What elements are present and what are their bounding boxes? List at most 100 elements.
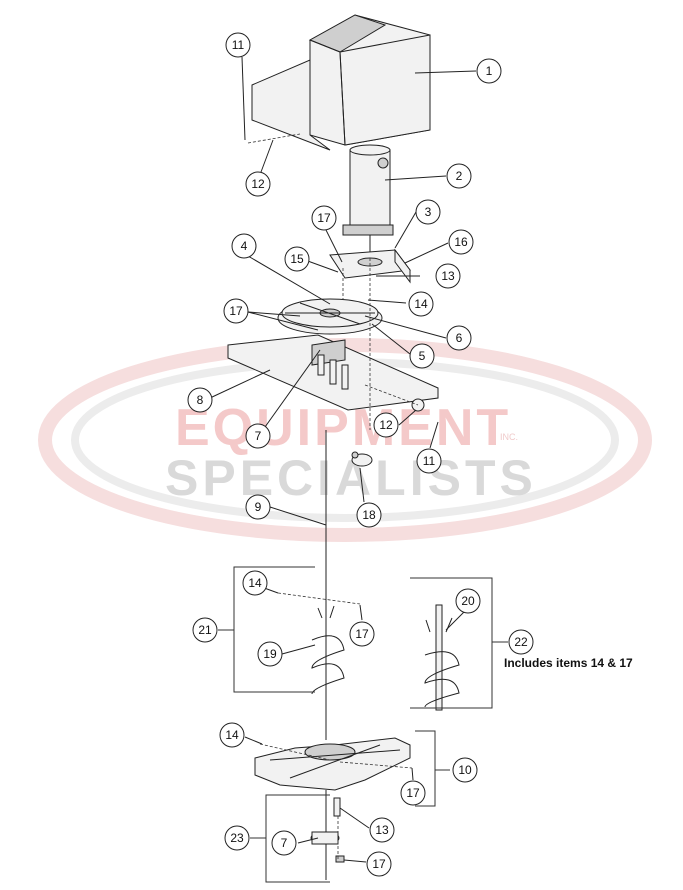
group-22-bracket	[410, 577, 508, 709]
group-21-bracket	[218, 566, 315, 693]
auger-part	[311, 605, 345, 695]
callout-number: 12	[251, 177, 265, 191]
callout-number: 1	[486, 64, 493, 78]
callout-circle	[219, 722, 245, 748]
callout-circle	[508, 629, 534, 655]
callout-number: 3	[425, 205, 432, 219]
leader-lines	[209, 56, 477, 863]
callout-number: 17	[372, 857, 386, 871]
callout-c22: 22	[508, 629, 534, 655]
callout-number: 5	[419, 349, 426, 363]
callout-c23: 23	[224, 825, 250, 851]
callout-c19: 19	[257, 641, 283, 667]
callout-circle	[257, 641, 283, 667]
callout-number: 8	[197, 393, 204, 407]
callout-number: 17	[355, 627, 369, 641]
group-10-bracket	[415, 730, 450, 807]
callout-c11b: 11	[416, 448, 442, 474]
callout-c9: 9	[245, 494, 271, 520]
callout-number: 14	[225, 728, 239, 742]
callout-circle	[409, 343, 435, 369]
callout-c14a: 14	[408, 291, 434, 317]
callout-number: 7	[281, 836, 288, 850]
callout-circle	[416, 448, 442, 474]
callout-circle	[446, 163, 472, 189]
callout-number: 11	[232, 38, 245, 52]
lower-bearing-part	[310, 797, 345, 863]
callout-c12b: 12	[373, 412, 399, 438]
callout-circle	[284, 246, 310, 272]
callout-c5: 5	[409, 343, 435, 369]
motor-part	[342, 144, 394, 258]
callout-circle	[271, 830, 297, 856]
callout-number: 17	[406, 786, 420, 800]
callout-c1: 1	[476, 58, 502, 84]
callout-c14b: 14	[242, 570, 268, 596]
callout-circle	[223, 298, 249, 324]
callout-number: 13	[441, 269, 455, 283]
callout-number: 17	[229, 304, 243, 318]
callout-c7a: 7	[245, 423, 271, 449]
callout-circle	[452, 757, 478, 783]
callout-circle	[448, 229, 474, 255]
callout-circle	[408, 291, 434, 317]
callout-c17c: 17	[349, 621, 375, 647]
callout-circle	[245, 423, 271, 449]
callout-c2: 2	[446, 163, 472, 189]
spinner-part	[254, 737, 411, 791]
callout-circle	[356, 502, 382, 528]
callout-c17a: 17	[311, 205, 337, 231]
clamp-part	[351, 451, 373, 467]
callout-circle	[245, 494, 271, 520]
callout-c18: 18	[356, 502, 382, 528]
callout-number: 9	[255, 500, 262, 514]
callout-number: 20	[461, 594, 475, 608]
callout-c4: 4	[231, 233, 257, 259]
callout-number: 11	[423, 454, 436, 468]
callout-circle	[369, 817, 395, 843]
callout-c17b: 17	[223, 298, 249, 324]
callout-number: 23	[230, 831, 244, 845]
watermark-suffix: INC.	[500, 432, 518, 442]
callout-c8: 8	[187, 387, 213, 413]
auger-assembly-part	[424, 604, 460, 711]
callout-circle	[224, 825, 250, 851]
callout-circle	[245, 171, 271, 197]
callout-c3: 3	[415, 199, 441, 225]
callout-c13b: 13	[369, 817, 395, 843]
callout-c11a: 11	[225, 32, 251, 58]
cover-part	[251, 14, 431, 151]
group-23-bracket	[250, 794, 330, 883]
callout-number: 15	[290, 252, 304, 266]
callout-circle	[349, 621, 375, 647]
callout-number: 10	[458, 763, 472, 777]
callout-c13a: 13	[435, 263, 461, 289]
callout-c17e: 17	[366, 851, 392, 877]
callout-number: 14	[248, 576, 262, 590]
callout-number: 21	[198, 623, 212, 637]
callout-circle	[435, 263, 461, 289]
callout-c16: 16	[448, 229, 474, 255]
callout-number: 16	[454, 235, 468, 249]
callout-circle	[231, 233, 257, 259]
callout-c12a: 12	[245, 171, 271, 197]
callout-circle	[400, 780, 426, 806]
callout-circle	[476, 58, 502, 84]
callout-c7b: 7	[271, 830, 297, 856]
callout-circle	[225, 32, 251, 58]
frame-part	[227, 334, 439, 412]
callout-number: 12	[379, 418, 393, 432]
callout-circle	[455, 588, 481, 614]
callout-number: 6	[456, 331, 463, 345]
callout-circle	[366, 851, 392, 877]
callout-number: 7	[255, 429, 262, 443]
callout-circle	[373, 412, 399, 438]
callouts: 1234567789101111121213131414141516171717…	[187, 32, 534, 877]
callout-circle	[415, 199, 441, 225]
group-22-note: Includes items 14 & 17	[504, 656, 633, 670]
callout-c20: 20	[455, 588, 481, 614]
callout-c17d: 17	[400, 780, 426, 806]
callout-c6: 6	[446, 325, 472, 351]
callout-number: 2	[456, 169, 463, 183]
